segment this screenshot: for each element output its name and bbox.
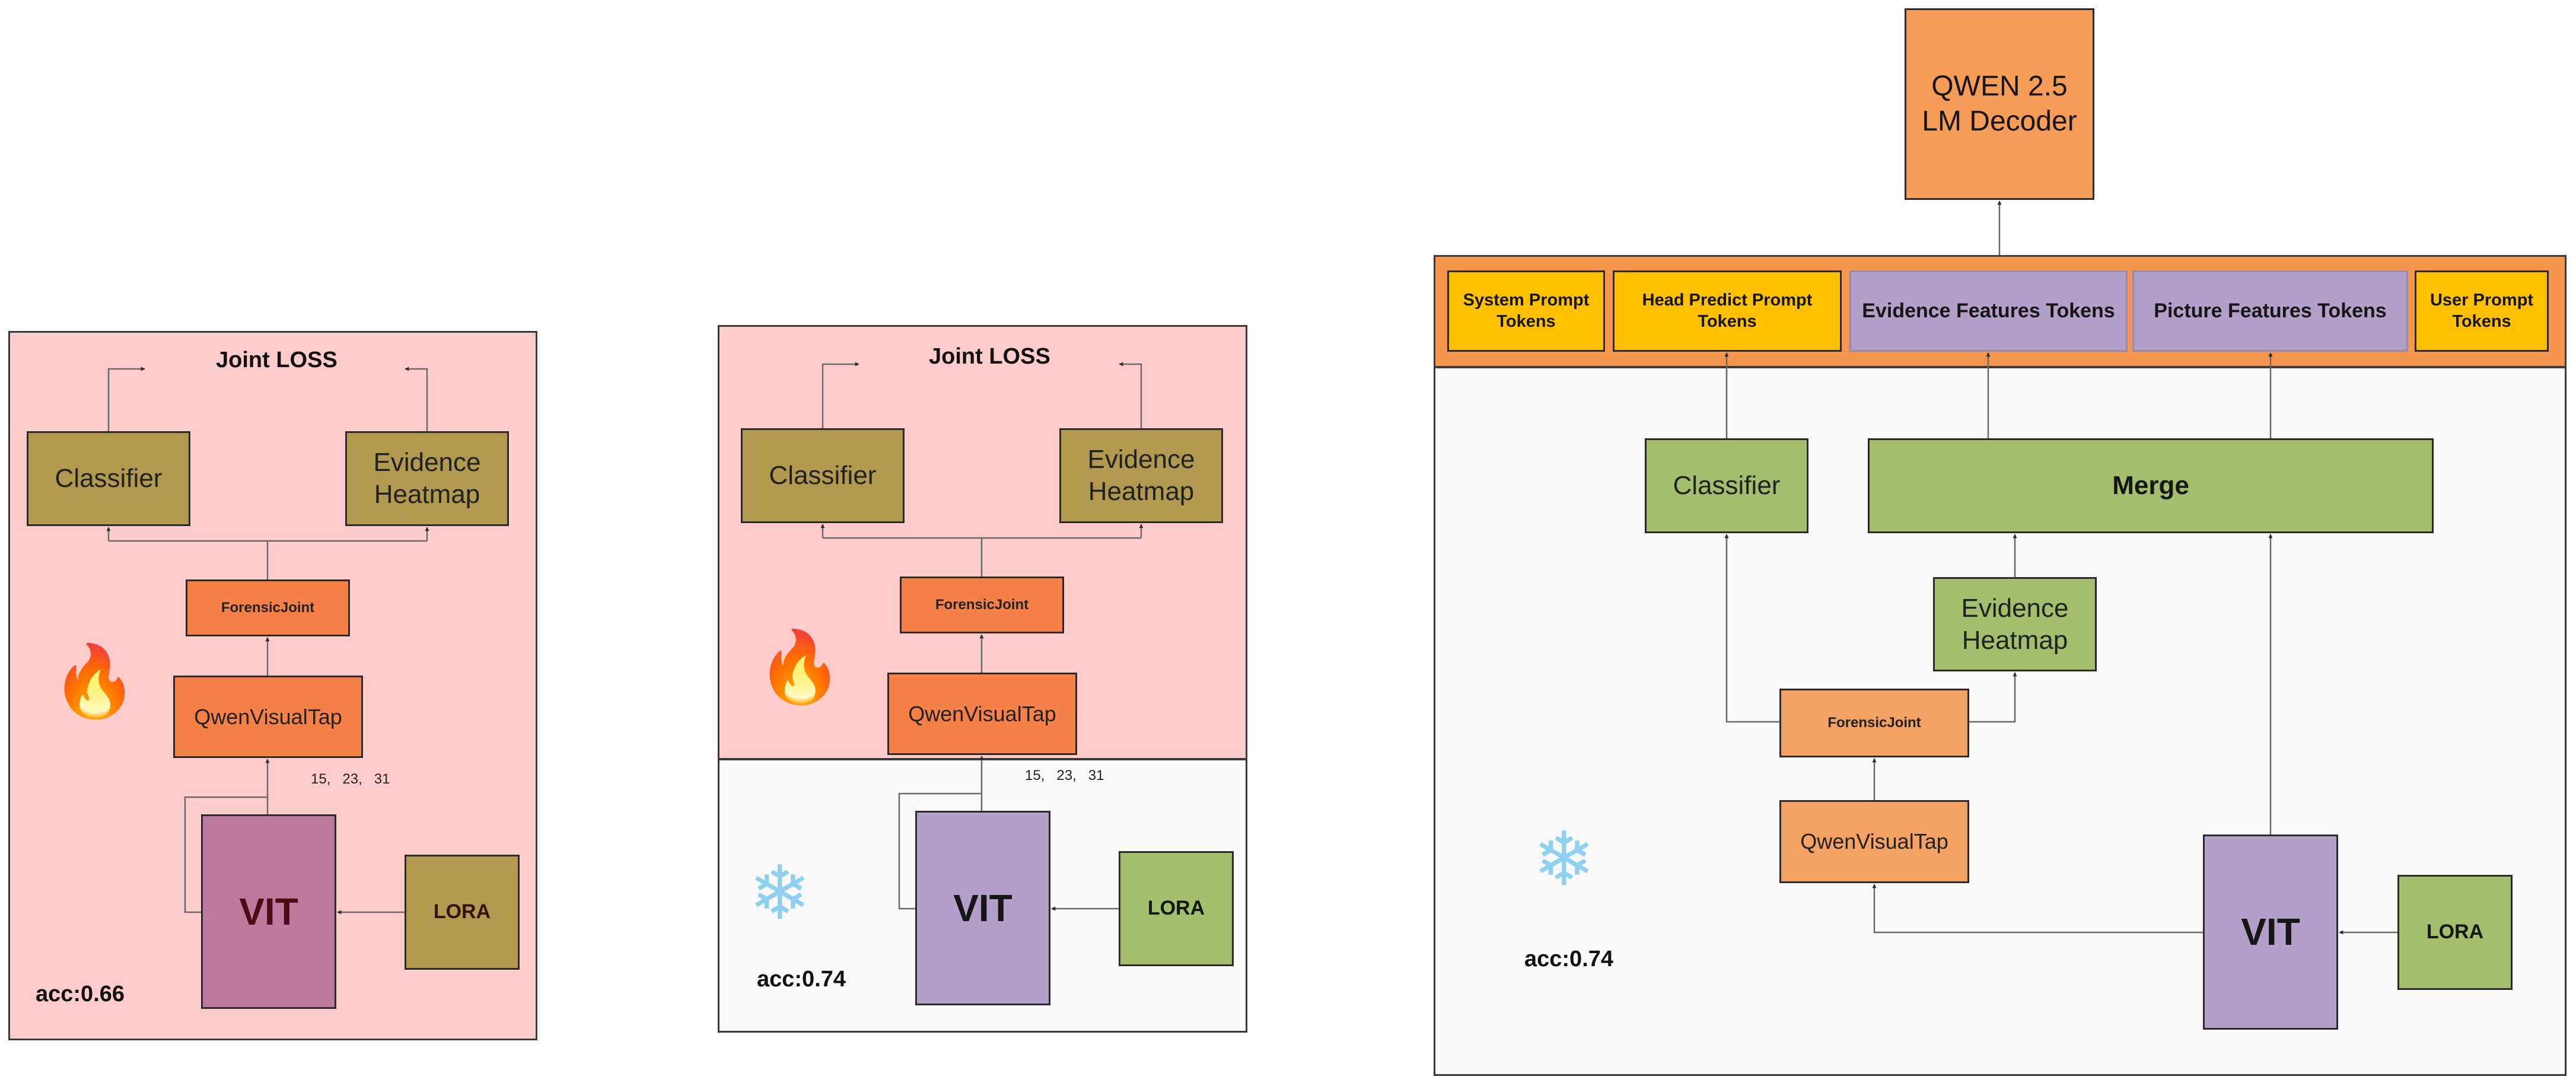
system-prompt-tokens-label: System Prompt Tokens: [1463, 291, 1590, 331]
picture-features-tokens: Picture Features Tokens: [2132, 270, 2408, 352]
panel3-visual-tap-box: QwenVisualTap: [1779, 800, 1969, 883]
panel2-lora-label: LORA: [1147, 897, 1205, 920]
panel2-evidence-heatmap-label: Evidence Heatmap: [1087, 445, 1195, 506]
panel3-accuracy: acc:0.74: [1524, 947, 1614, 972]
panel3-lora-label: LORA: [2426, 921, 2484, 944]
panel1-lora-box: LORA: [405, 855, 520, 970]
panel3-vit-label: VIT: [2241, 910, 2300, 954]
panel2-lora-box: LORA: [1119, 851, 1234, 966]
panel2-layer-indices: 15, 23, 31: [1025, 767, 1104, 784]
panel2-vit-box: VIT: [915, 811, 1050, 1005]
panel3-evidence-heatmap-box: Evidence Heatmap: [1933, 577, 2097, 671]
panel1-classifier-box: Classifier: [27, 431, 190, 526]
panel2-vit-label: VIT: [953, 886, 1012, 929]
picture-features-tokens-label: Picture Features Tokens: [2154, 299, 2387, 322]
panel2-visual-tap-label: QwenVisualTap: [908, 701, 1056, 726]
panel2-classifier-label: Classifier: [769, 461, 877, 491]
panel1-classifier-label: Classifier: [55, 464, 163, 493]
merge-label: Merge: [2112, 471, 2189, 501]
fire-icon: 🔥: [756, 628, 843, 706]
panel1-forensic-joint-label: ForensicJoint: [221, 600, 315, 616]
panel1-accuracy: acc:0.66: [36, 982, 125, 1007]
panel1-visual-tap-box: QwenVisualTap: [173, 676, 363, 758]
panel1-vit-label: VIT: [239, 890, 298, 933]
snowflake-icon: ❄: [749, 851, 811, 935]
merge-box: Merge: [1868, 438, 2434, 533]
panel3-forensic-joint-box: ForensicJoint: [1779, 689, 1969, 757]
lm-decoder-box: QWEN 2.5 LM Decoder: [1905, 8, 2094, 200]
panel1-vit-box: VIT: [201, 814, 336, 1009]
panel2-evidence-heatmap-box: Evidence Heatmap: [1059, 428, 1223, 523]
panel3-classifier-box: Classifier: [1645, 438, 1808, 533]
snowflake-icon: ❄: [1533, 817, 1596, 901]
panel2-forensic-joint-label: ForensicJoint: [935, 597, 1029, 613]
panel2-visual-tap-box: QwenVisualTap: [887, 673, 1077, 755]
panel3-evidence-heatmap-label: Evidence Heatmap: [1961, 593, 2069, 655]
panel3-vit-box: VIT: [2203, 835, 2338, 1030]
panel1-evidence-heatmap-label: Evidence Heatmap: [373, 448, 481, 509]
panel1-layer-indices: 15, 23, 31: [311, 771, 390, 787]
user-prompt-tokens: User Prompt Tokens: [2415, 270, 2549, 352]
panel2-classifier-box: Classifier: [741, 428, 905, 523]
panel1-title: Joint LOSS: [216, 348, 337, 372]
head-predict-prompt-tokens: Head Predict Prompt Tokens: [1613, 270, 1842, 352]
evidence-features-tokens: Evidence Features Tokens: [1849, 270, 2128, 352]
system-prompt-tokens: System Prompt Tokens: [1447, 270, 1605, 352]
lm-decoder-label: QWEN 2.5 LM Decoder: [1922, 70, 2077, 137]
panel2-accuracy: acc:0.74: [757, 967, 846, 992]
panel3-forensic-joint-label: ForensicJoint: [1827, 715, 1921, 731]
panel1-forensic-joint-box: ForensicJoint: [186, 579, 350, 636]
panel3-classifier-label: Classifier: [1673, 471, 1781, 501]
panel1-evidence-heatmap-box: Evidence Heatmap: [345, 431, 509, 526]
panel1-visual-tap-label: QwenVisualTap: [194, 704, 342, 729]
fire-icon: 🔥: [51, 642, 138, 721]
panel3-visual-tap-label: QwenVisualTap: [1800, 829, 1948, 854]
panel3-lora-box: LORA: [2397, 875, 2513, 990]
panel2-title: Joint LOSS: [929, 344, 1050, 369]
panel2-forensic-joint-box: ForensicJoint: [900, 577, 1064, 633]
user-prompt-tokens-label: User Prompt Tokens: [2429, 291, 2534, 331]
panel1-lora-label: LORA: [433, 900, 491, 923]
head-predict-prompt-tokens-label: Head Predict Prompt Tokens: [1642, 291, 1813, 331]
evidence-features-tokens-label: Evidence Features Tokens: [1862, 299, 2115, 322]
